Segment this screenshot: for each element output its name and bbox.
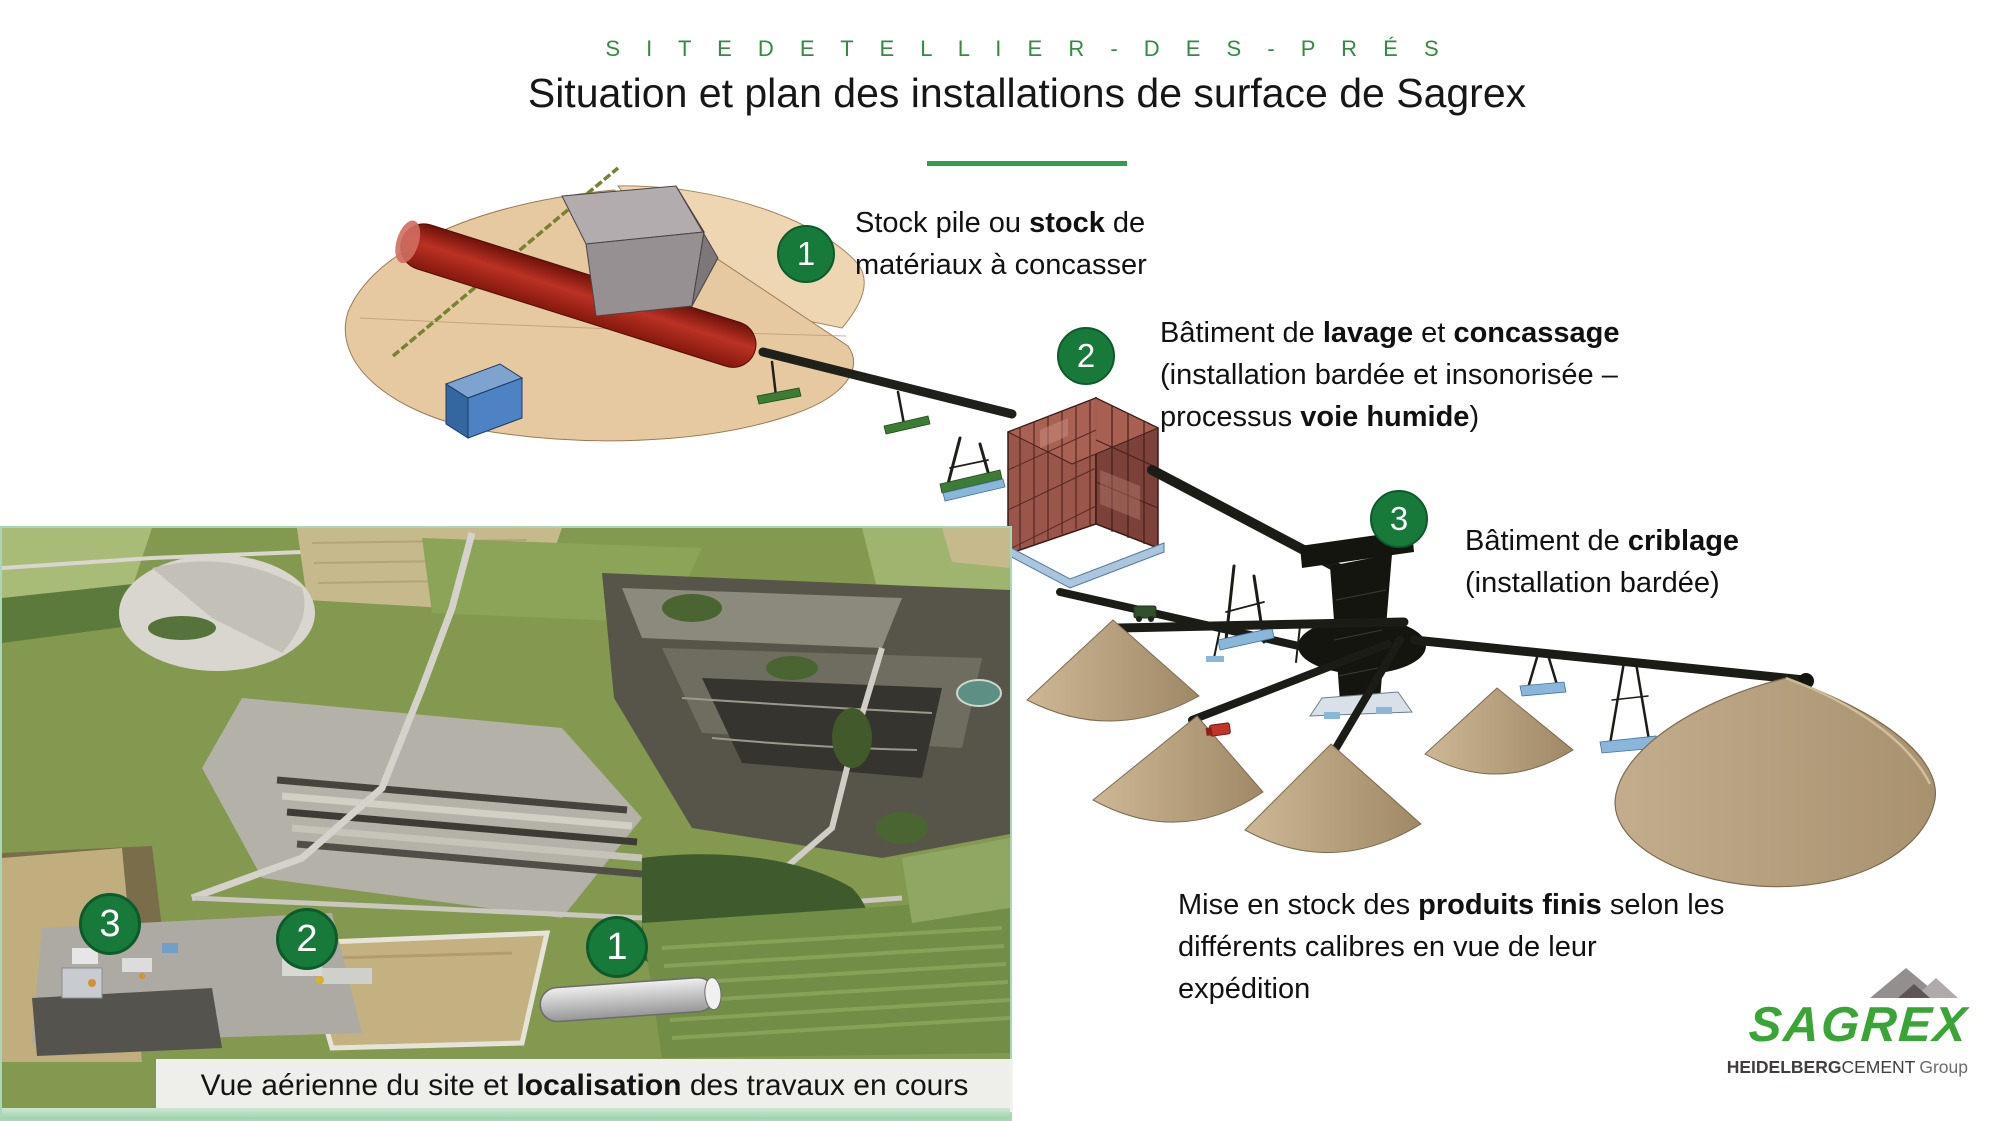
annotation-line: (installation bardée) (1465, 562, 1739, 604)
finished-product-stockpiles (1026, 605, 1936, 888)
text-segment: (installation bardée et insonorisée – (1160, 359, 1618, 391)
annotation-line: (installation bardée et insonorisée – (1160, 354, 1619, 396)
text-segment: Bâtiment de (1160, 317, 1323, 349)
sagrex-mountains-icon (1870, 968, 1958, 998)
title-underline (927, 161, 1127, 166)
text-segment: CEMENT (1841, 1057, 1916, 1078)
aerial-photo-image (2, 528, 1010, 1112)
annotation-line: expédition (1178, 968, 1724, 1010)
text-segment-bold: voie humide (1300, 401, 1470, 433)
aerial-photo: 3 2 1 Vue aérienne du site et localisati… (0, 526, 1013, 1121)
red-truck (1205, 722, 1231, 737)
text-segment: Bâtiment de (1465, 525, 1628, 557)
diagram-marker-2: 2 (1057, 327, 1115, 385)
text-segment: expédition (1178, 973, 1311, 1005)
conveyor-stockpile-to-washing (756, 347, 1017, 502)
photo-marker-3: 3 (79, 893, 141, 955)
annotation-stock-pile: Stock pile ou stock de matériaux à conca… (855, 202, 1147, 286)
annotation-finished-products: Mise en stock des produits finis selon l… (1178, 884, 1724, 1010)
photo-marker-1: 1 (586, 916, 648, 978)
annotation-line: différents calibres en vue de leur (1178, 926, 1724, 968)
annotation-line: Stock pile ou stock de (855, 202, 1147, 244)
text-segment: Group (1919, 1057, 1968, 1078)
text-segment: de (1104, 207, 1146, 239)
text-segment: des travaux en cours (681, 1069, 969, 1102)
annotation-screening-building: Bâtiment de criblage (installation bardé… (1465, 520, 1739, 604)
washing-crushing-building (1001, 396, 1165, 589)
text-segment: (installation bardée) (1465, 567, 1720, 599)
loader-vehicle (1133, 605, 1157, 622)
text-segment-bold: stock (1029, 207, 1105, 239)
photo-marker-2: 2 (276, 908, 338, 970)
text-segment: ) (1469, 401, 1480, 433)
text-segment-bold: criblage (1627, 525, 1740, 557)
annotation-line: Bâtiment de criblage (1465, 520, 1739, 562)
diagram-marker-3: 3 (1370, 490, 1428, 548)
text-segment: matériaux à concasser (855, 249, 1147, 281)
silver-tank (539, 976, 722, 1023)
annotation-line: processus voie humide) (1160, 396, 1619, 438)
page-title: Situation et plan des installations de s… (527, 70, 1527, 116)
site-eyebrow: S I T E D E T E L L I E R - D E S - P R … (605, 36, 1449, 61)
stockpile-1-group (344, 166, 865, 442)
radial-stacking-conveyors (1113, 617, 1814, 754)
photo-bottom-strip (2, 1108, 1010, 1119)
text-segment: selon les (1601, 889, 1725, 921)
text-segment: processus (1160, 401, 1301, 433)
text-segment: Stock pile ou (855, 207, 1030, 239)
slide-header: S I T E D E T E L L I E R - D E S - P R … (27, 0, 2000, 117)
diagram-marker-1: 1 (777, 225, 835, 283)
text-segment-bold: produits finis (1418, 889, 1602, 921)
annotation-line: Mise en stock des produits finis selon l… (1178, 884, 1724, 926)
text-segment-bold: concassage (1453, 317, 1620, 349)
building-blue-base (1001, 542, 1165, 589)
sagrex-wordmark: SAGREX (1747, 998, 1970, 1052)
annotation-line: Bâtiment de lavage et concassage (1160, 312, 1619, 354)
text-segment-bold: HEIDELBERG (1726, 1057, 1842, 1078)
text-segment: Mise en stock des (1178, 889, 1419, 921)
red-feed-tube (395, 220, 757, 368)
text-segment-bold: lavage (1322, 317, 1414, 349)
text-segment: Vue aérienne du site et (200, 1069, 517, 1102)
photo-caption: Vue aérienne du site et localisation des… (156, 1059, 1013, 1112)
text-segment: différents calibres en vue de leur (1178, 931, 1597, 963)
text-segment: et (1413, 317, 1454, 349)
gray-hopper (561, 185, 719, 317)
blue-container (444, 363, 524, 439)
annotation-line: matériaux à concasser (855, 244, 1147, 286)
text-segment-bold: localisation (516, 1069, 682, 1102)
annotation-washing-building: Bâtiment de lavage et concassage (instal… (1160, 312, 1619, 438)
